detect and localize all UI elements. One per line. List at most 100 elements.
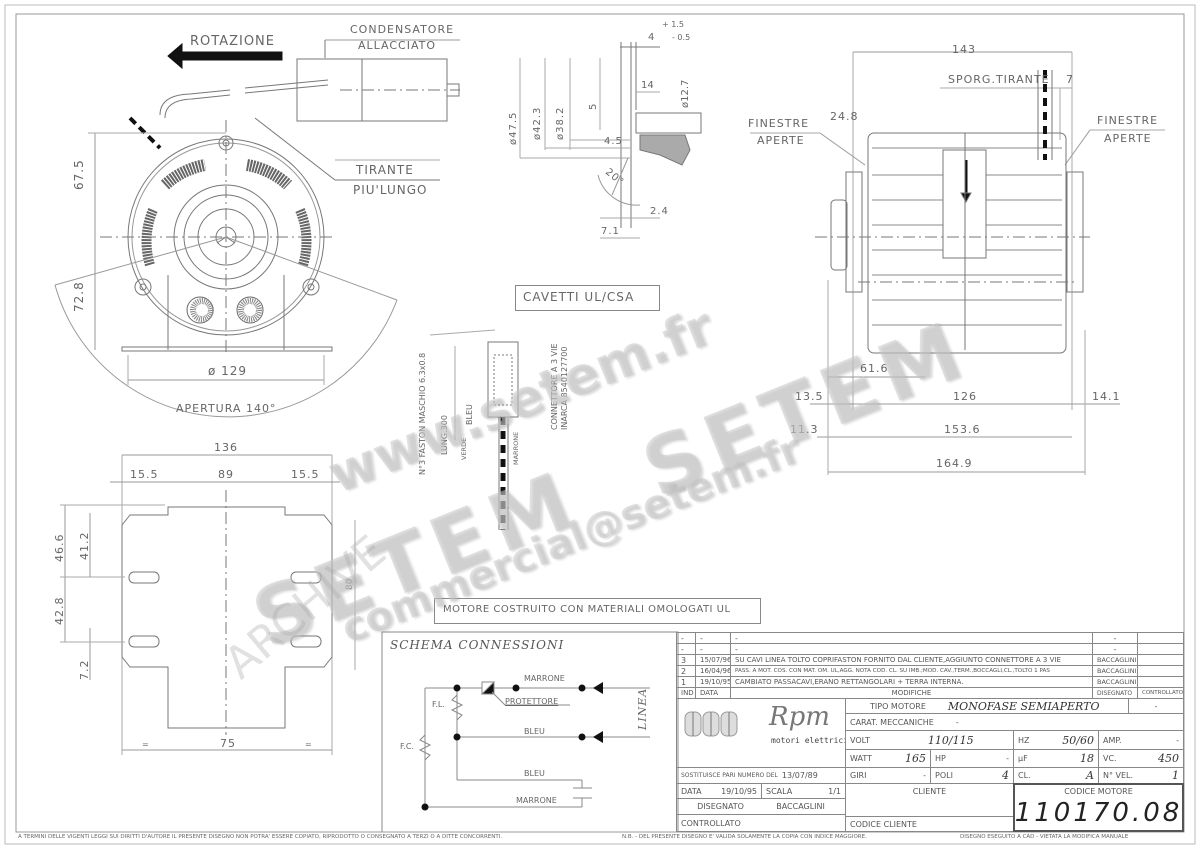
ul-note-box: MOTORE COSTRUITO CON MATERIALI OMOLOGATI…	[434, 598, 761, 624]
schema-marrone-top: MARRONE	[524, 674, 565, 683]
hp-cell: HP -	[930, 749, 1014, 768]
amp-cell: AMP. -	[1098, 730, 1184, 750]
dim-d38-2: ø38.2	[555, 106, 566, 140]
dim-24-8: 24.8	[830, 110, 859, 123]
dim-tol-minus: - 0.5	[672, 33, 691, 42]
dim-164-9: 164.9	[936, 457, 973, 470]
amp-value: -	[1176, 735, 1179, 745]
schema-protettore: PROTETTORE	[505, 697, 559, 706]
front-view-motor	[54, 120, 398, 418]
data-label: DATA	[681, 786, 702, 796]
dim-126: 126	[953, 390, 977, 403]
schema-linea: LINEA	[636, 687, 649, 730]
tie-rod-protrusion-value: 7	[1066, 73, 1074, 86]
windows-left-label: FINESTRE	[748, 117, 810, 130]
dim-61-6: 61.6	[860, 362, 889, 375]
capacitor-label-2: ALLACCIATO	[358, 39, 437, 52]
logo-subtitle: motori elettrici	[771, 736, 846, 745]
cables-label: CAVETTI UL/CSA	[523, 290, 635, 304]
uf-label: µF	[1018, 754, 1028, 763]
tie-rod-label-2: PIU'LUNGO	[353, 183, 428, 197]
tie-rod-protrusion-label: SPORG.TIRANTE	[948, 73, 1050, 86]
cables-ul-csa-box: CAVETTI UL/CSA	[515, 285, 660, 311]
cl-cell: CL. A	[1013, 767, 1099, 784]
giri-cell: GIRI -	[845, 767, 931, 784]
footer-cad-note: DISEGNO ESEGUITO A CAD - VIETATA LA MODI…	[960, 834, 1129, 840]
footer-copyright: A TERMINI DELLE VIGENTI LEGGI SUI DIRITT…	[18, 834, 503, 840]
windows-right-label: FINESTRE	[1097, 114, 1159, 127]
cl-label: CL.	[1018, 771, 1031, 780]
scala-label: SCALA	[766, 786, 793, 796]
bracket-view	[60, 454, 356, 755]
disegnato-label: DISEGNATO	[697, 802, 744, 811]
logo-cell: Rpm motori elettrici	[676, 698, 846, 768]
dim-42-8: 42.8	[53, 596, 66, 626]
windows-left-label-2: APERTE	[757, 134, 805, 147]
dim-15-5-left: 15.5	[130, 468, 159, 481]
dim-equal-left: =	[142, 740, 149, 749]
dim-7-2: 7.2	[78, 659, 91, 681]
volt-value: 110/115	[927, 733, 974, 747]
rpm-logo-icon	[684, 711, 738, 737]
opening-label: APERTURA 140°	[176, 402, 277, 415]
nvel-cell: N° VEL. 1	[1098, 767, 1184, 784]
dim-72-8: 72.8	[72, 281, 86, 312]
carat-value: -	[955, 717, 959, 727]
schema-title: SCHEMA CONNESSIONI	[390, 638, 565, 652]
dim-4: 4	[648, 32, 656, 43]
dim-13-5: 13.5	[795, 390, 824, 403]
disegnato-value: BACCAGLINI	[776, 802, 825, 811]
dim-2-4: 2.4	[650, 206, 669, 217]
dim-diameter-129: ø 129	[208, 364, 248, 378]
schema-fl: F.L.	[432, 700, 445, 709]
data-cell: DATA 19/10/95	[676, 783, 762, 799]
windows-right-label-2: APERTE	[1104, 132, 1152, 145]
logo-text: Rpm	[769, 702, 830, 732]
dim-153-6: 153.6	[944, 423, 981, 436]
dim-136: 136	[214, 441, 238, 454]
dim-75: 75	[220, 737, 236, 750]
volt-cell: VOLT 110/115	[845, 730, 1014, 750]
dim-d42-3: ø42.3	[532, 106, 543, 140]
dim-7-1: 7.1	[601, 226, 620, 237]
cliente-label: CLIENTE	[912, 787, 947, 796]
sostituisce-value: 13/07/89	[781, 771, 818, 780]
uf-value: 18	[1080, 752, 1094, 765]
carat-cell: CARAT. MECCANICHE -	[845, 713, 1184, 731]
dim-143: 143	[952, 43, 976, 56]
sostituisce-label: SOSTITUISCE PARI NUMERO DEL	[681, 772, 778, 779]
codice-cliente-cell: CODICE CLIENTE	[845, 816, 1014, 832]
poli-label: POLI	[935, 771, 953, 780]
codice-cliente-label: CODICE CLIENTE	[850, 819, 917, 829]
schema-bleu-mid: BLEU	[524, 727, 545, 736]
tipo-motore-label: TIPO MOTORE	[870, 701, 926, 711]
capacitor-label: CONDENSATORE	[350, 23, 455, 36]
codice-motore-cell: CODICE MOTORE 110170.08	[1013, 783, 1184, 832]
ul-note: MOTORE COSTRUITO CON MATERIALI OMOLOGATI…	[443, 604, 731, 615]
vc-label: VC.	[1103, 754, 1117, 763]
dim-46-6: 46.6	[53, 533, 66, 563]
dim-5: 5	[588, 102, 599, 110]
volt-label: VOLT	[850, 735, 870, 745]
hz-label: HZ	[1018, 735, 1030, 745]
giri-label: GIRI	[850, 771, 867, 780]
dim-89: 89	[218, 468, 234, 481]
vc-value: 450	[1158, 752, 1179, 765]
dim-4-5: 4.5	[604, 136, 623, 147]
tipo-extra: -	[1128, 698, 1184, 714]
hp-label: HP	[935, 754, 946, 763]
codice-motore-value: 110170.08	[1014, 798, 1183, 828]
dim-15-5-right: 15.5	[291, 468, 320, 481]
dim-d12-7: ø12.7	[680, 79, 691, 108]
cliente-cell: CLIENTE	[845, 783, 1014, 817]
dim-11-3: 11.3	[790, 423, 819, 436]
disegnato-cell: DISEGNATO BACCAGLINI	[676, 798, 846, 815]
schema-bleu-low: BLEU	[524, 769, 545, 778]
codice-motore-label: CODICE MOTORE	[1064, 787, 1133, 796]
watt-label: WATT	[850, 754, 872, 763]
hp-value: -	[1006, 754, 1009, 763]
schema-fc: F.C.	[400, 742, 414, 751]
section-detail	[519, 42, 702, 239]
